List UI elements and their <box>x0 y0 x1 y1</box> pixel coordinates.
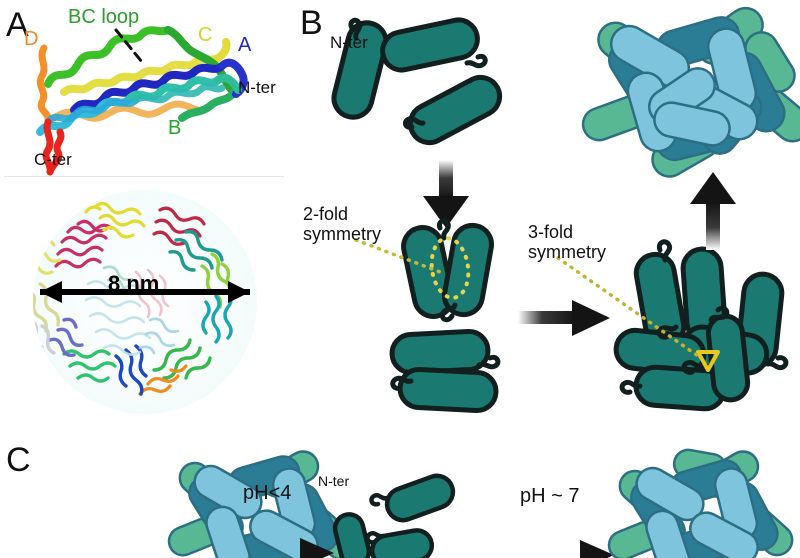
monomer-group <box>331 17 503 146</box>
label-n-terminus-c: N-ter <box>318 473 350 489</box>
arrow-up-hexamer-to-cage <box>690 172 736 250</box>
panel-c-letter: C <box>6 441 31 479</box>
panel-a-ferritin-cage <box>33 190 257 414</box>
hexamer-cluster-group <box>556 239 789 412</box>
arrow-down-monomer-to-dimer <box>423 160 469 228</box>
panel-a-letter: A <box>6 6 29 44</box>
label-bc-loop: BC loop <box>68 6 140 28</box>
label-helix-d: D <box>24 28 39 50</box>
label-two-fold-symmetry: 2-fold symmetry <box>303 204 381 245</box>
label-ph-neutral: pH ~ 7 <box>520 485 580 507</box>
arrow-right-dimer-to-hexamer <box>518 300 610 336</box>
panel-a-divider <box>4 176 284 177</box>
label-three-fold-symmetry: 3-fold symmetry <box>528 222 606 263</box>
label-ph-acidic: pH<4 <box>243 482 292 504</box>
label-c-terminus-a: C-ter <box>34 150 72 169</box>
three-fold-symmetry-marker <box>696 350 720 372</box>
dissociated-monomers-c <box>332 473 456 558</box>
scale-bar-arrow <box>40 281 250 303</box>
label-n-terminus-a: N-ter <box>238 78 276 97</box>
figure-root: A <box>4 4 800 558</box>
label-scale-8nm: 8 nm <box>108 271 160 296</box>
label-n-terminus-b: N-ter <box>330 33 368 52</box>
label-helix-c: C <box>198 24 213 46</box>
panel-b-letter: B <box>300 4 323 42</box>
panel-a-helix-bundle <box>36 26 248 176</box>
two-fold-symmetry-marker <box>429 236 471 300</box>
panel-c-ph-diagram <box>167 448 794 558</box>
dimer-group <box>354 218 501 414</box>
panel-b-assembly-diagram <box>331 6 800 414</box>
cage-right-c <box>607 448 794 558</box>
label-helix-b: B <box>168 117 182 139</box>
label-helix-a: A <box>238 34 252 56</box>
assembled-cage-b <box>581 6 800 178</box>
